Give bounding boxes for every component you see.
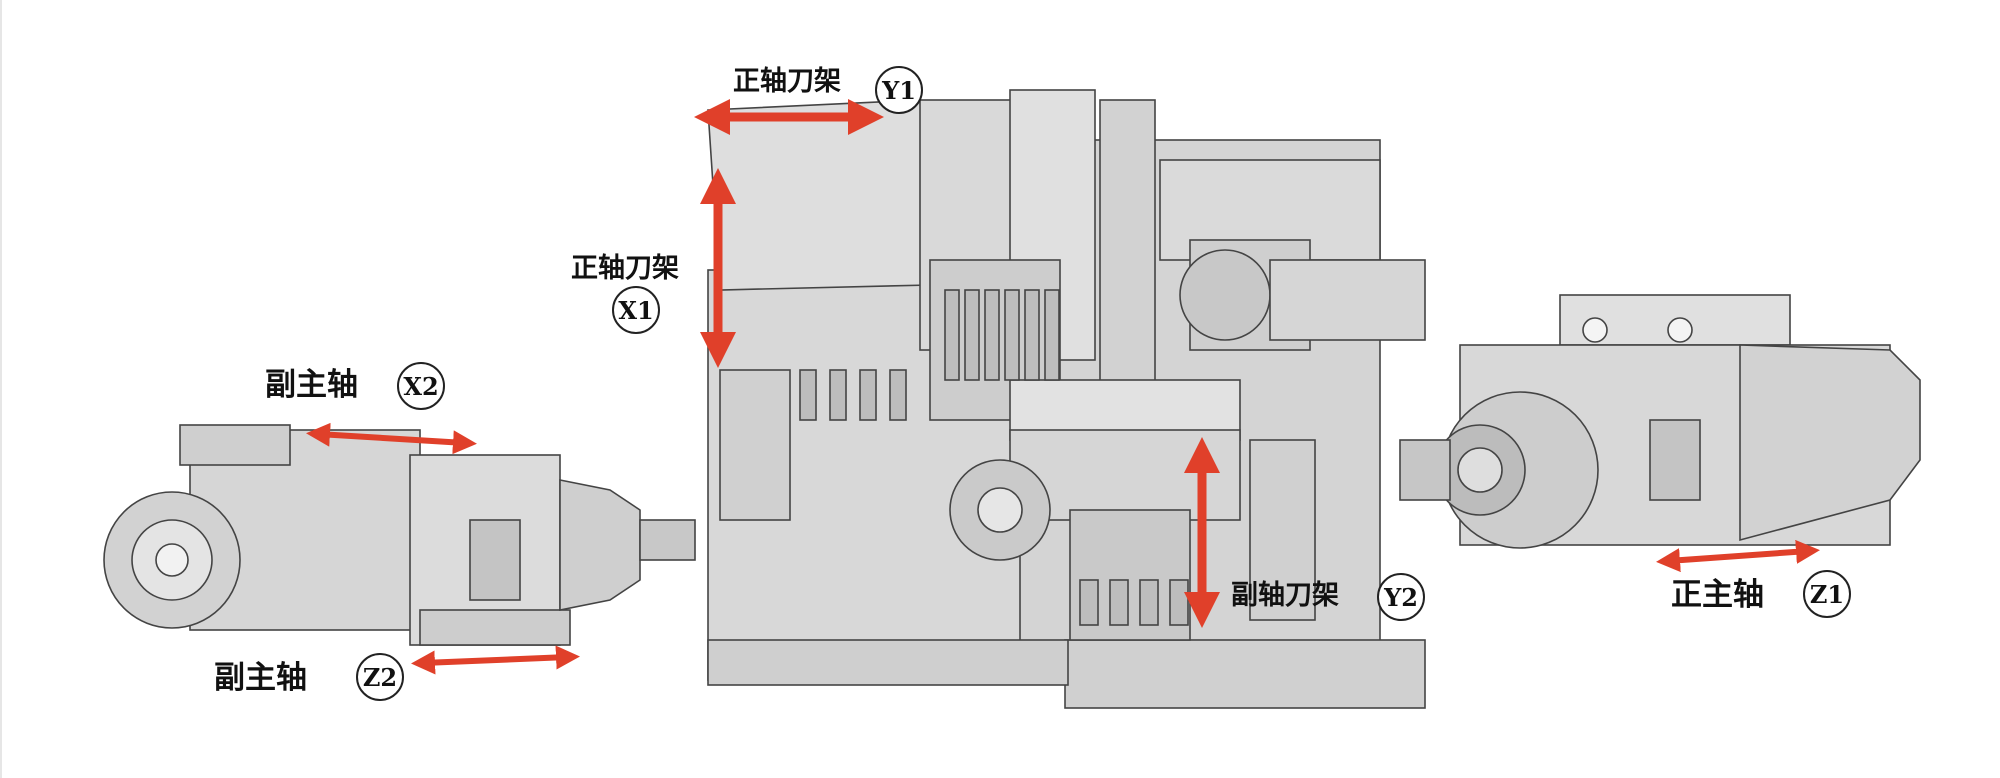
arrow-z1 xyxy=(1656,539,1820,573)
label-main-spindle-z1: 正主轴 xyxy=(1671,577,1764,613)
axis-badge-x2: X2 xyxy=(397,362,445,410)
axis-badge-z1: Z1 xyxy=(1803,570,1851,618)
sub-spindle xyxy=(103,424,696,646)
axis-badge-y2: Y2 xyxy=(1377,573,1425,621)
label-sub-spindle-z2: 副主轴 xyxy=(214,660,307,696)
axis-badge-y1: Y1 xyxy=(875,66,923,114)
image-border xyxy=(0,0,2,778)
axis-badge-z2: Z2 xyxy=(356,653,404,701)
label-turret-x1: 正轴刀架 xyxy=(571,253,679,284)
label-turret-y1: 正轴刀架 xyxy=(733,66,841,97)
tool-holders xyxy=(799,289,1189,626)
main-spindle xyxy=(1399,294,1921,549)
label-sub-spindle-x2: 副主轴 xyxy=(265,367,358,403)
label-sub-turret-y2: 副轴刀架 xyxy=(1231,580,1339,611)
arrow-z2 xyxy=(411,645,580,675)
axis-badge-x1: X1 xyxy=(612,286,660,334)
arrow-x2 xyxy=(306,422,477,455)
